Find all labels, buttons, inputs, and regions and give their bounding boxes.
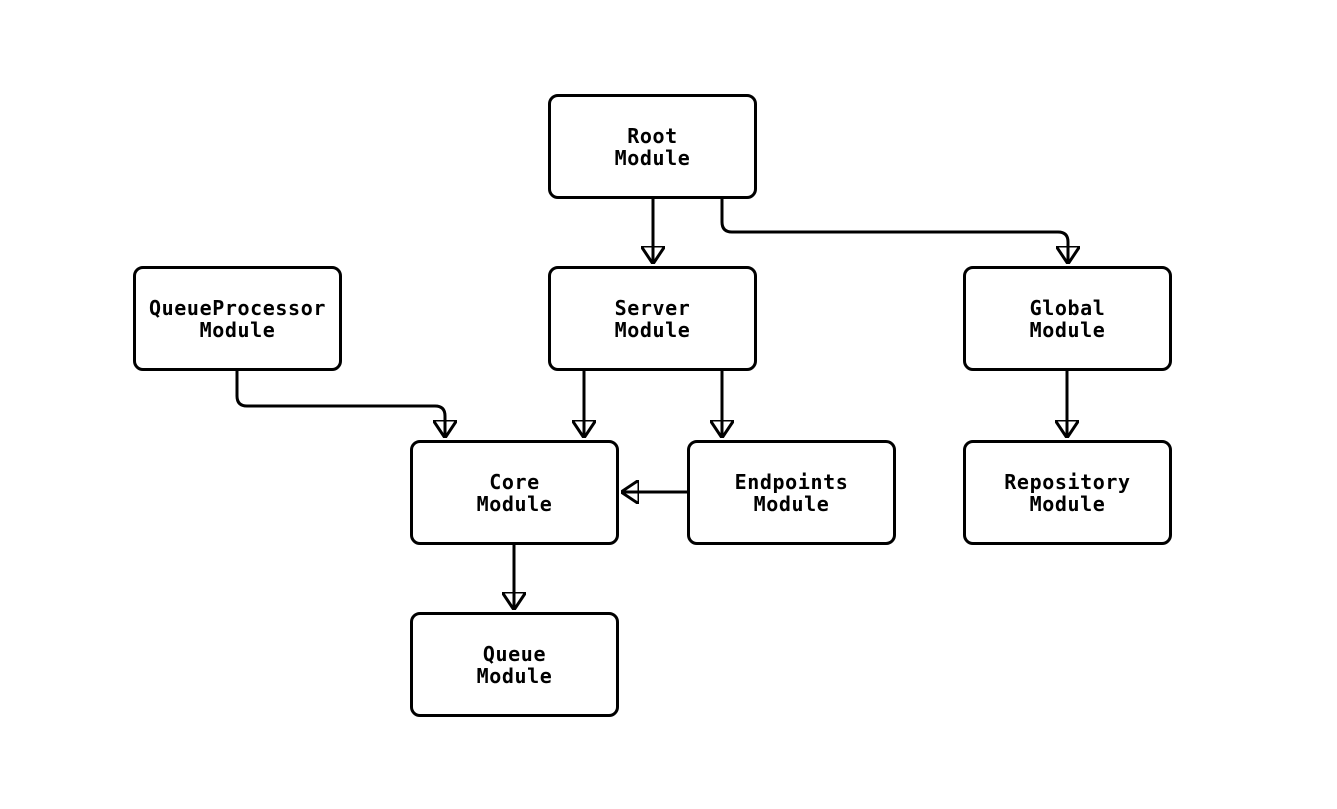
node-root-module: Root Module: [548, 94, 757, 199]
node-endpoints-module-label: Endpoints Module: [734, 469, 849, 516]
node-queueprocessor-module-label: QueueProcessor Module: [149, 295, 326, 342]
node-repository-module-label: Repository Module: [1004, 469, 1131, 516]
node-server-module-label: Server Module: [614, 295, 691, 342]
node-root-module-label: Root Module: [614, 123, 691, 170]
node-global-module: Global Module: [963, 266, 1172, 371]
node-queue-module: Queue Module: [410, 612, 619, 717]
node-global-module-label: Global Module: [1029, 295, 1106, 342]
node-core-module: Core Module: [410, 440, 619, 545]
node-endpoints-module: Endpoints Module: [687, 440, 896, 545]
edge-queueprocessor-to-core: [235, 371, 445, 438]
node-core-module-label: Core Module: [476, 469, 553, 516]
node-queue-module-label: Queue Module: [476, 641, 553, 688]
node-server-module: Server Module: [548, 266, 757, 371]
edge-root-to-global: [720, 199, 1068, 264]
node-repository-module: Repository Module: [963, 440, 1172, 545]
node-queueprocessor-module: QueueProcessor Module: [133, 266, 342, 371]
